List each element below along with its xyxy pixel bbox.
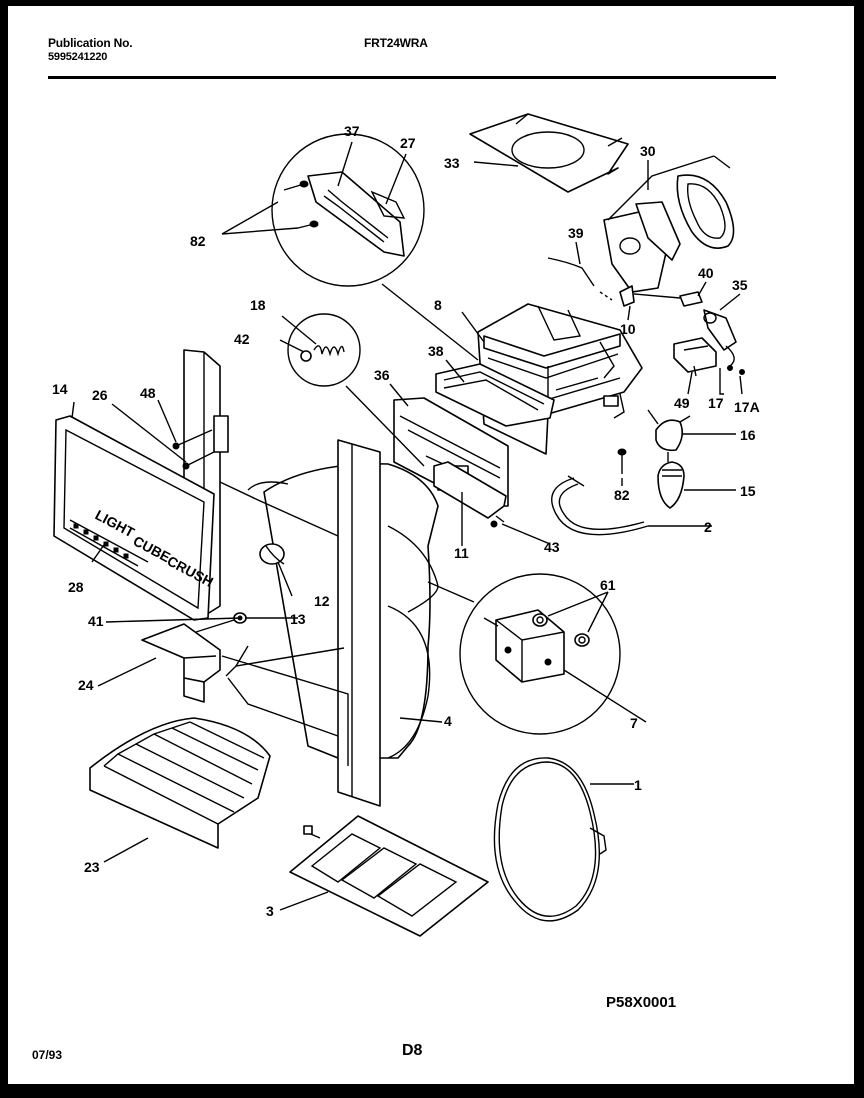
- page-number: D8: [402, 1042, 423, 1059]
- part-10-clip: [619, 285, 681, 307]
- label-11: 11: [454, 545, 469, 561]
- part-30-housing: [603, 155, 735, 293]
- detail-circle-top: [271, 133, 479, 361]
- label-28: 28: [68, 579, 84, 595]
- part-12-clip: [259, 543, 285, 565]
- label-15: 15: [740, 483, 756, 499]
- part-49-bracket: [673, 337, 745, 377]
- detail-circle-small: [287, 313, 425, 467]
- label-12: 12: [314, 593, 330, 609]
- part-23-drip-tray: [89, 717, 271, 849]
- part-16-socket: [647, 409, 691, 462]
- label-4: 4: [444, 713, 452, 729]
- label-18: 18: [250, 297, 266, 313]
- part-number-labels: 37 27 82 33 30 39 40 35 8 10 38 36 18 42…: [52, 123, 760, 919]
- label-14: 14: [52, 381, 68, 397]
- exploded-view-drawing: LIGHT CUBE CRUSH: [52, 113, 760, 937]
- label-48: 48: [140, 385, 156, 401]
- label-33: 33: [444, 155, 460, 171]
- label-49: 49: [674, 395, 690, 411]
- label-2: 2: [704, 519, 712, 535]
- part-33-cover-plate: [469, 113, 629, 193]
- label-39: 39: [568, 225, 584, 241]
- front-center-panel: [337, 439, 381, 807]
- part-11-bracket: [433, 461, 507, 546]
- dispenser-back-housing: [219, 481, 349, 766]
- model-number: FRT24WRA: [364, 36, 428, 50]
- label-13: 13: [290, 611, 306, 627]
- label-37: 37: [344, 123, 360, 139]
- part-48-26-screws: [172, 415, 229, 470]
- part-15-bulb: [657, 461, 685, 509]
- label-42: 42: [234, 331, 250, 347]
- label-23: 23: [84, 859, 100, 875]
- leader-lines: [71, 141, 743, 911]
- label-26: 26: [92, 387, 108, 403]
- label-3: 3: [266, 903, 274, 919]
- label-40: 40: [698, 265, 714, 281]
- header-rule: [48, 76, 776, 79]
- footer-date: 07/93: [32, 1048, 63, 1062]
- part-24-paddle: [141, 619, 235, 703]
- label-17a: 17A: [734, 399, 760, 415]
- drawing-code: P58X0001: [606, 994, 677, 1011]
- part-40-35-connector: [679, 291, 737, 367]
- part-14-control-panel: LIGHT CUBE CRUSH: [53, 415, 216, 621]
- label-1: 1: [634, 777, 642, 793]
- label-17: 17: [708, 395, 724, 411]
- publication-label: Publication No.: [48, 36, 133, 50]
- label-10: 10: [620, 321, 636, 337]
- part-2-wire-harness: [551, 475, 649, 536]
- label-82-top: 82: [190, 233, 206, 249]
- label-7: 7: [630, 715, 638, 731]
- detail-circle-switch: [427, 573, 621, 735]
- label-27: 27: [400, 135, 416, 151]
- publication-number: 5995241220: [48, 51, 108, 63]
- label-43: 43: [544, 539, 560, 555]
- label-41: 41: [88, 613, 104, 629]
- label-61: 61: [600, 577, 616, 593]
- label-8: 8: [434, 297, 442, 313]
- label-36: 36: [374, 367, 390, 383]
- label-24: 24: [78, 677, 94, 693]
- part-38-panel: [435, 363, 555, 427]
- part-39-wire: [547, 257, 613, 301]
- part-1-ring: [493, 757, 607, 922]
- part-82-screw-lower: [617, 448, 627, 474]
- label-16: 16: [740, 427, 756, 443]
- part-3-heater: [289, 815, 489, 937]
- label-38: 38: [428, 343, 444, 359]
- label-82-lower: 82: [614, 487, 630, 503]
- label-30: 30: [640, 143, 656, 159]
- label-35: 35: [732, 277, 748, 293]
- parts-diagram-sheet: Publication No. 5995241220 FRT24WRA: [8, 6, 854, 1084]
